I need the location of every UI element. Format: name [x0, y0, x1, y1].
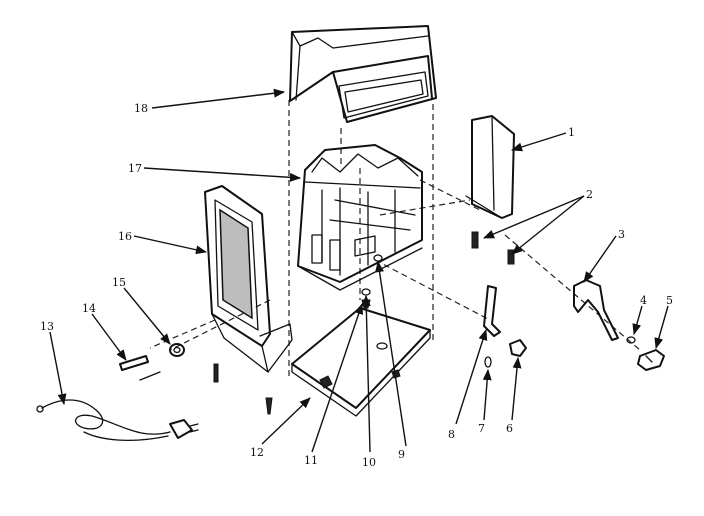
- callout-8: 8: [448, 428, 455, 441]
- power-cord-part: [36, 399, 199, 442]
- heating-element-frame: [297, 144, 423, 291]
- top-cover-part: [289, 25, 437, 123]
- callout-11: 11: [304, 454, 318, 467]
- bracket-part: [573, 279, 619, 341]
- callout-1: 1: [568, 126, 575, 139]
- callout-12: 12: [250, 446, 264, 459]
- callout-15: 15: [112, 276, 126, 289]
- sleeve-part: [119, 355, 161, 381]
- washer-part: [484, 356, 492, 368]
- side-panel-part: [465, 115, 515, 219]
- callout-leaders: [49, 88, 669, 453]
- callout-10: 10: [362, 456, 376, 469]
- callout-9: 9: [398, 448, 405, 461]
- callout-labels: 1 2 3 4 5 6 7 8 9 10 11 12 13 14 15 16 1…: [40, 102, 673, 469]
- callout-4: 4: [640, 294, 647, 307]
- callout-14: 14: [82, 302, 96, 315]
- lever-part: [483, 285, 501, 337]
- callout-17: 17: [128, 162, 142, 175]
- callout-13: 13: [40, 320, 54, 333]
- nut-part: [626, 336, 636, 344]
- knob-part: [637, 349, 665, 371]
- callout-2: 2: [586, 188, 593, 201]
- end-panel-part: [204, 185, 293, 373]
- callout-18: 18: [134, 102, 148, 115]
- callout-6: 6: [506, 422, 513, 435]
- grommet-part: [169, 343, 185, 357]
- callout-5: 5: [666, 294, 673, 307]
- cap-nut-part: [509, 339, 527, 357]
- callout-7: 7: [478, 422, 485, 435]
- callout-3: 3: [618, 228, 625, 241]
- callout-16: 16: [118, 230, 132, 243]
- base-plate-part: [291, 307, 431, 417]
